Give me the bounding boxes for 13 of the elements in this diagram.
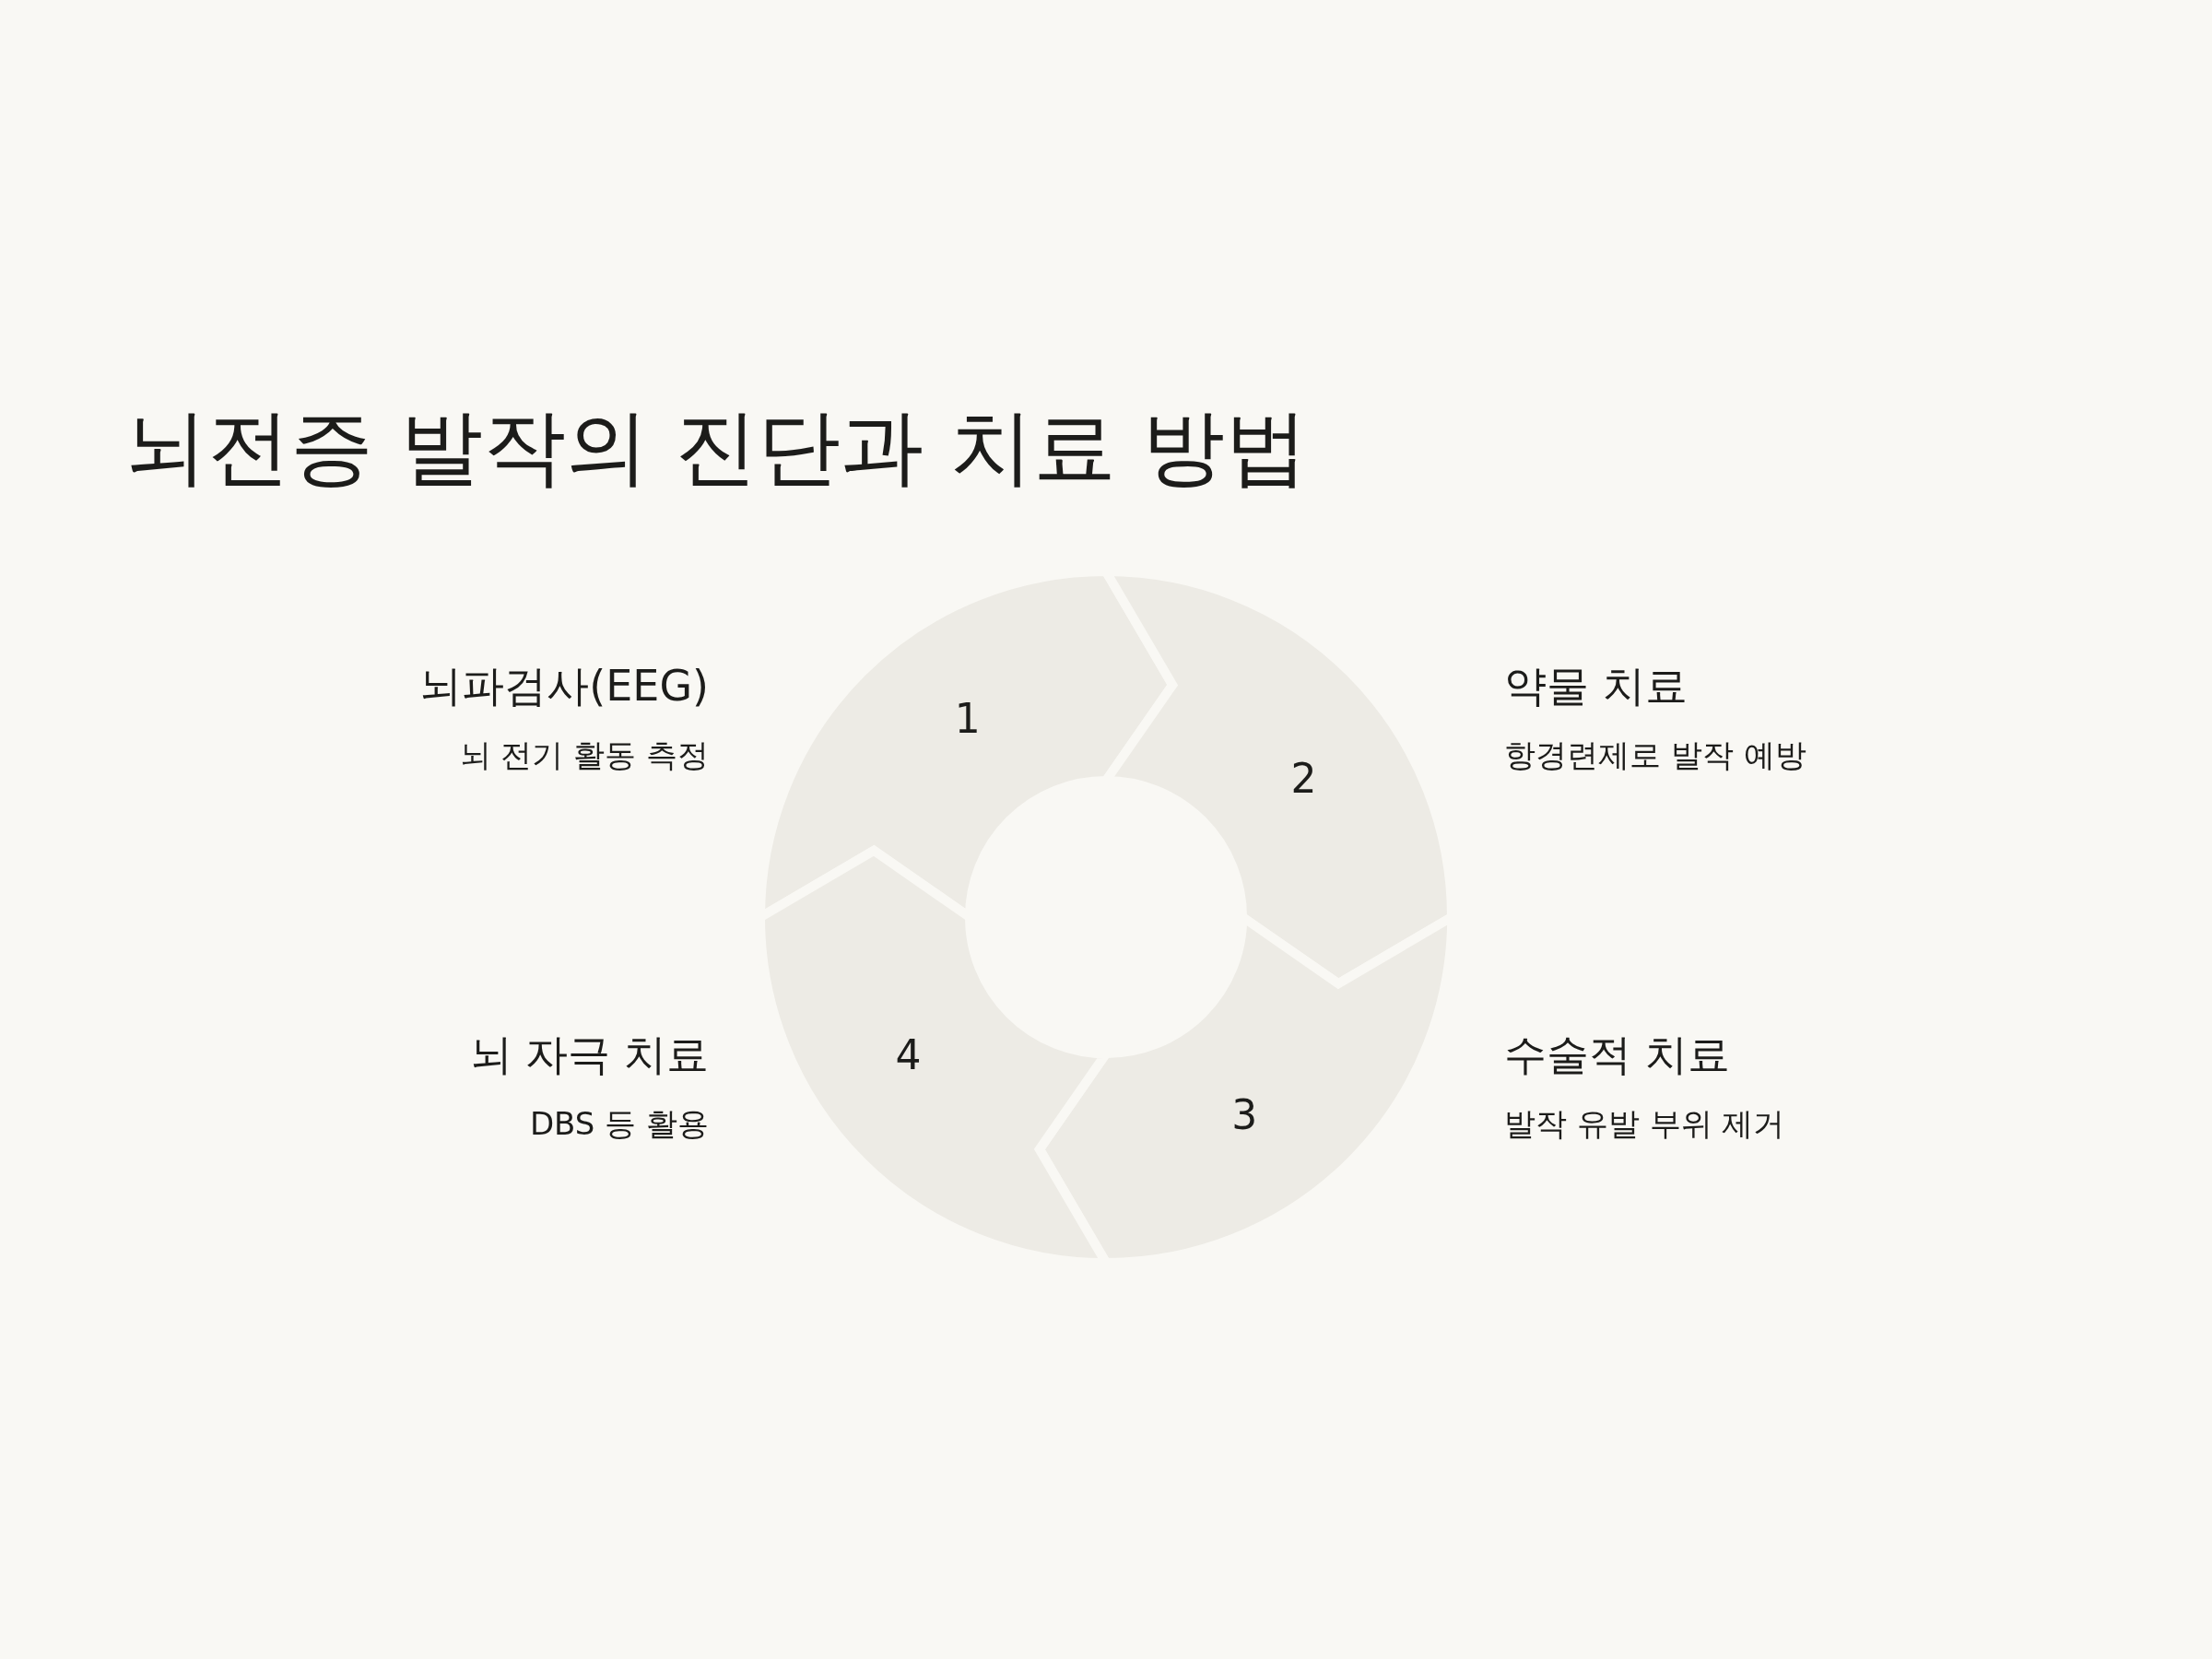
step-number: 4 — [895, 1031, 922, 1080]
step-description: 항경련제로 발작 예방 — [1504, 735, 1806, 775]
step-description: 발작 유발 부위 제거 — [1504, 1104, 1785, 1144]
step-heading: 약물 치료 — [1504, 660, 1688, 712]
step-number: 3 — [1231, 1090, 1258, 1139]
step-description: 뇌 전기 활동 측정 — [459, 735, 709, 775]
step-heading: 수술적 치료 — [1504, 1029, 1730, 1081]
step-heading: 뇌파검사(EEG) — [419, 660, 709, 712]
step-number: 2 — [1290, 754, 1317, 803]
step-description: DBS 등 활용 — [529, 1104, 709, 1144]
step-heading: 뇌 자극 치료 — [469, 1029, 709, 1081]
step-number: 1 — [954, 695, 981, 744]
slide-title: 뇌전증 발작의 진단과 치료 방법 — [124, 397, 1309, 497]
